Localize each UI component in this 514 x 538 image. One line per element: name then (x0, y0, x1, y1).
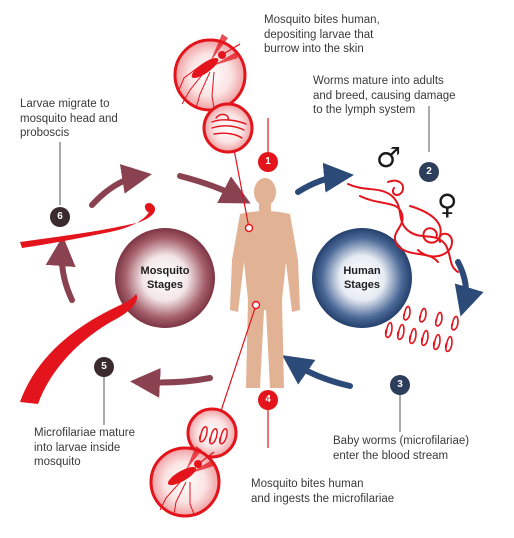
step-3-badge: 3 (390, 375, 410, 395)
step-6-badge: 6 (50, 207, 70, 227)
arrow-4-to-5 (130, 367, 213, 398)
adult-worms (347, 179, 459, 273)
step-1-caption: Mosquito bites human, depositing larvae … (264, 14, 380, 55)
connector-lines-grey (59, 106, 430, 432)
human-cycle-arrows (282, 162, 484, 389)
human-stages-circle (312, 228, 412, 328)
connector-lines (217, 118, 269, 448)
step-5-badge: 5 (94, 357, 114, 377)
step-2-caption: Worms mature into adults and breed, caus… (313, 75, 456, 116)
male-symbol: ♂ (376, 141, 402, 174)
human-stages-label: Human Stages (343, 265, 381, 291)
inset-bottom-mosquito (149, 446, 221, 518)
step-5-caption: Microfilariae mature into larvae inside … (34, 427, 135, 468)
step-4-caption: Mosquito bites human and ingests the mic… (251, 478, 395, 505)
step-6-caption: Larvae migrate to mosquito head and prob… (20, 98, 118, 139)
step-2-badge: 2 (419, 162, 439, 182)
bite-site-upper (244, 223, 254, 233)
inset-bottom-microfilariae (186, 407, 238, 459)
larva-worms (20, 203, 156, 404)
larva-worm-lower (20, 294, 138, 404)
mosquito-stages-circle (115, 228, 215, 328)
inset-top-larvae (202, 102, 254, 154)
arrow-to-human (177, 173, 251, 204)
step-3-caption: Baby worms (microfilariae) enter the blo… (333, 435, 470, 462)
female-symbol: ♀ (437, 188, 458, 221)
arrow-2-to-3 (454, 259, 484, 317)
step-1-badge: 1 (258, 152, 278, 172)
arrow-5-to-6 (45, 236, 76, 303)
arrow-1-to-2 (295, 162, 354, 195)
arrow-3-to-4 (282, 355, 353, 389)
inset-top-mosquito (173, 34, 247, 112)
bite-site-lower (251, 300, 261, 310)
step-4-badge: 4 (258, 390, 278, 410)
mosquito-cycle-arrows (45, 164, 251, 398)
larva-worm-upper (20, 203, 156, 248)
mosquito-stages-label: Mosquito Stages (140, 265, 190, 291)
human-figure (230, 178, 300, 388)
arrow-6-to-1 (89, 164, 152, 208)
microfilariae (384, 305, 459, 353)
